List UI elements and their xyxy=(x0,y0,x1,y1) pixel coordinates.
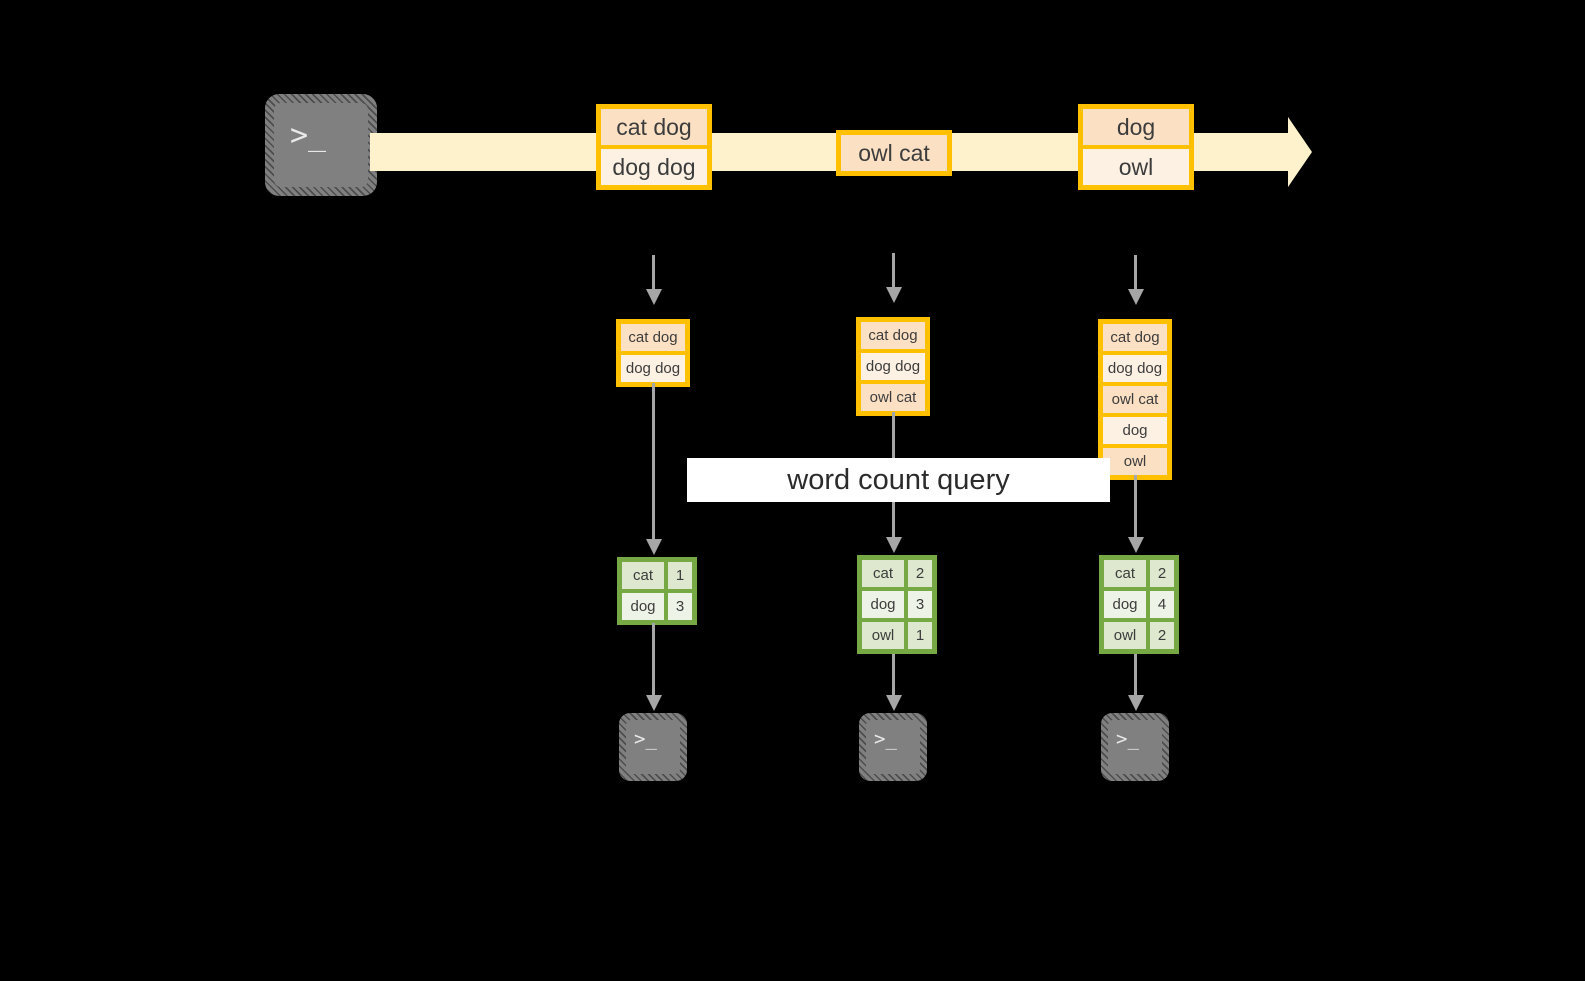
result-count: 3 xyxy=(666,591,694,622)
stream-record-batch-1: cat dog dog dog xyxy=(596,104,712,190)
arrow-head-icon xyxy=(645,695,662,711)
result-table-t2: cat 2 dog 3 owl 1 xyxy=(857,555,937,654)
arrow-head-icon xyxy=(1127,537,1144,553)
stream-record-batch-2: owl cat xyxy=(836,130,952,176)
result-row: owl 2 xyxy=(1102,620,1176,651)
result-word: dog xyxy=(1102,589,1148,620)
sink-terminal-icon-t3: >_ xyxy=(1101,713,1169,781)
stream-record-line: owl cat xyxy=(839,133,949,173)
terminal-prompt-glyph: >_ xyxy=(1116,728,1139,750)
input-table-row: dog dog xyxy=(619,353,687,384)
result-count: 2 xyxy=(1148,558,1176,589)
arrow-head-icon xyxy=(885,287,902,303)
input-table-row: dog xyxy=(1101,415,1169,446)
terminal-screen xyxy=(274,103,368,187)
arrow-shaft xyxy=(1134,654,1137,697)
arrow-shaft xyxy=(1134,255,1137,291)
arrow-head-icon xyxy=(1127,289,1144,305)
input-table-t3: cat dog dog dog owl cat dog owl xyxy=(1098,319,1172,480)
arrow-shaft xyxy=(652,383,655,541)
result-count: 4 xyxy=(1148,589,1176,620)
arrow-head-icon xyxy=(885,695,902,711)
result-word: cat xyxy=(860,558,906,589)
input-table-row: dog dog xyxy=(1101,353,1169,384)
terminal-screen xyxy=(626,720,680,774)
sink-terminal-icon-t2: >_ xyxy=(859,713,927,781)
input-table-row: owl cat xyxy=(1101,384,1169,415)
result-count: 1 xyxy=(906,620,934,651)
result-word: dog xyxy=(860,589,906,620)
input-table-row: dog dog xyxy=(859,351,927,382)
result-row: cat 2 xyxy=(1102,558,1176,589)
result-row: dog 4 xyxy=(1102,589,1176,620)
result-count: 1 xyxy=(666,560,694,591)
input-table-row: cat dog xyxy=(859,320,927,351)
input-table-t2: cat dog dog dog owl cat xyxy=(856,317,930,416)
arrow-shaft xyxy=(652,255,655,291)
arrow-shaft xyxy=(892,654,895,697)
result-word: cat xyxy=(620,560,666,591)
terminal-prompt-glyph: >_ xyxy=(290,118,327,153)
arrow-head-icon xyxy=(1127,695,1144,711)
arrow-shaft xyxy=(1134,475,1137,539)
result-count: 3 xyxy=(906,589,934,620)
input-table-row: cat dog xyxy=(1101,322,1169,353)
stream-record-line: owl xyxy=(1081,147,1191,187)
arrow-head-icon xyxy=(885,537,902,553)
result-row: owl 1 xyxy=(860,620,934,651)
terminal-prompt-glyph: >_ xyxy=(874,728,897,750)
input-table-row: cat dog xyxy=(619,322,687,353)
result-row: cat 1 xyxy=(620,560,694,591)
result-word: owl xyxy=(860,620,906,651)
result-word: cat xyxy=(1102,558,1148,589)
result-word: dog xyxy=(620,591,666,622)
stream-record-batch-3: dog owl xyxy=(1078,104,1194,190)
terminal-prompt-glyph: >_ xyxy=(634,728,657,750)
input-table-t1: cat dog dog dog xyxy=(616,319,690,387)
stream-record-line: dog dog xyxy=(599,147,709,187)
sink-terminal-icon-t1: >_ xyxy=(619,713,687,781)
input-table-row: owl xyxy=(1101,446,1169,477)
stream-arrow-head-icon xyxy=(1288,117,1312,187)
source-terminal-icon: >_ xyxy=(265,94,377,196)
result-row: dog 3 xyxy=(620,591,694,622)
result-count: 2 xyxy=(906,558,934,589)
arrow-shaft xyxy=(652,623,655,697)
terminal-screen xyxy=(1108,720,1162,774)
stream-record-line: dog xyxy=(1081,107,1191,147)
result-table-t3: cat 2 dog 4 owl 2 xyxy=(1099,555,1179,654)
stream-record-line: cat dog xyxy=(599,107,709,147)
arrow-head-icon xyxy=(645,289,662,305)
input-table-row: owl cat xyxy=(859,382,927,413)
result-row: dog 3 xyxy=(860,589,934,620)
result-word: owl xyxy=(1102,620,1148,651)
result-table-t1: cat 1 dog 3 xyxy=(617,557,697,625)
arrow-head-icon xyxy=(645,539,662,555)
query-label-banner: word count query xyxy=(687,458,1110,502)
arrow-shaft xyxy=(892,253,895,289)
terminal-screen xyxy=(866,720,920,774)
result-row: cat 2 xyxy=(860,558,934,589)
result-count: 2 xyxy=(1148,620,1176,651)
